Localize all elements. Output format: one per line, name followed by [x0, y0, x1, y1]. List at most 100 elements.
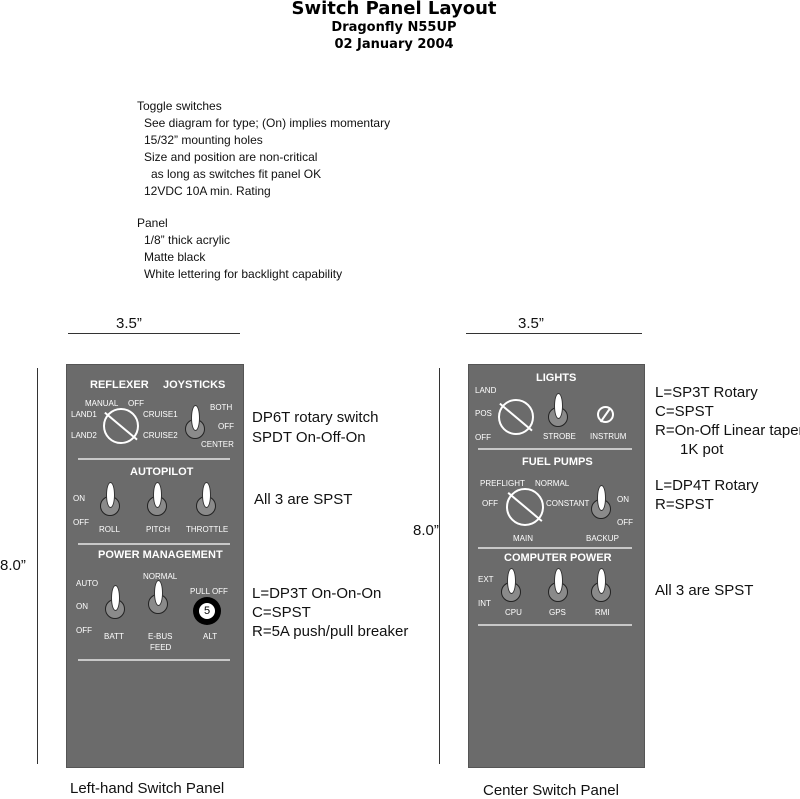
- page-subtitle: Dragonfly N55UP: [331, 20, 457, 35]
- divider: [78, 659, 230, 661]
- fuel-pumps-label: FUEL PUMPS: [522, 456, 593, 468]
- label: NORMAL: [535, 479, 570, 488]
- height-arrow: [37, 368, 38, 764]
- toggle-notes: Toggle switches See diagram for type; (O…: [137, 98, 390, 200]
- label: GPS: [549, 608, 566, 617]
- divider: [478, 547, 632, 549]
- joysticks-label: JOYSTICKS: [163, 379, 226, 391]
- power-management-label: POWER MANAGEMENT: [98, 549, 223, 561]
- label: OFF: [482, 499, 498, 508]
- note-line: 12VDC 10A min. Rating: [144, 184, 271, 198]
- label: EXT: [478, 575, 494, 584]
- left-panel-caption: Left-hand Switch Panel: [70, 780, 225, 797]
- label: OFF: [128, 399, 144, 408]
- note-line: White lettering for backlight capability: [144, 267, 343, 281]
- cpu-toggle[interactable]: [500, 568, 522, 602]
- label: FEED: [150, 643, 172, 652]
- center-switch-panel: [468, 364, 645, 768]
- alt-breaker[interactable]: 5: [193, 597, 221, 625]
- label: BOTH: [210, 403, 233, 412]
- label: PULL OFF: [190, 587, 228, 596]
- label: CRUISE2: [143, 431, 178, 440]
- label: POS: [475, 409, 492, 418]
- width-dim-center: 3.5”: [518, 315, 544, 332]
- label: CRUISE1: [143, 410, 178, 419]
- roll-toggle[interactable]: [99, 482, 121, 516]
- label: LAND2: [71, 431, 97, 440]
- gps-toggle[interactable]: [547, 568, 569, 602]
- height-dim-left: 8.0”: [0, 557, 26, 574]
- left-desc-2: All 3 are SPST: [254, 491, 353, 508]
- label: INSTRUM: [590, 432, 627, 441]
- breaker-rating: 5: [199, 603, 215, 619]
- note-line: Panel: [137, 216, 168, 230]
- label: NORMAL: [143, 572, 178, 581]
- label: PREFLIGHT: [480, 479, 525, 488]
- reflexer-label: REFLEXER: [90, 379, 149, 391]
- page-title: Switch Panel Layout: [291, 0, 497, 19]
- divider: [78, 458, 230, 460]
- ebus-feed-toggle[interactable]: [147, 580, 169, 614]
- label: CENTER: [201, 440, 234, 449]
- divider: [478, 624, 632, 626]
- note-line: Toggle switches: [137, 99, 222, 113]
- label: ON: [617, 495, 629, 504]
- note-line: Matte black: [144, 250, 206, 264]
- label: OFF: [73, 518, 89, 527]
- label: OFF: [617, 518, 633, 527]
- label: LAND1: [71, 410, 97, 419]
- label: OFF: [76, 626, 92, 635]
- width-arrow: [68, 333, 240, 334]
- width-dim-left: 3.5”: [116, 315, 142, 332]
- pitch-toggle[interactable]: [146, 482, 168, 516]
- computer-power-label: COMPUTER POWER: [504, 552, 612, 564]
- label: STROBE: [543, 432, 576, 441]
- reflexer-rotary-switch[interactable]: [103, 408, 139, 444]
- rmi-toggle[interactable]: [590, 568, 612, 602]
- label: THROTTLE: [186, 525, 229, 534]
- backup-fuel-toggle[interactable]: [590, 485, 612, 519]
- label: ON: [73, 494, 85, 503]
- label: OFF: [218, 422, 234, 431]
- label: OFF: [475, 433, 491, 442]
- label: ROLL: [99, 525, 120, 534]
- divider: [478, 448, 632, 450]
- left-switch-panel: [66, 364, 244, 768]
- center-panel-caption: Center Switch Panel: [483, 782, 619, 799]
- note-line: See diagram for type; (On) implies momen…: [144, 116, 391, 130]
- joysticks-toggle[interactable]: [184, 405, 206, 439]
- label: CPU: [505, 608, 522, 617]
- center-desc-3: All 3 are SPST: [655, 582, 754, 599]
- strobe-toggle[interactable]: [547, 393, 569, 427]
- batt-toggle[interactable]: [104, 585, 126, 619]
- autopilot-label: AUTOPILOT: [130, 466, 194, 478]
- height-arrow: [439, 368, 440, 764]
- height-dim-center: 8.0”: [413, 522, 439, 539]
- label: ON: [76, 602, 88, 611]
- label: AUTO: [76, 579, 99, 588]
- throttle-toggle[interactable]: [195, 482, 217, 516]
- label: CONSTANT: [546, 499, 590, 508]
- label: INT: [478, 599, 491, 608]
- note-line: Size and position are non-critical: [144, 150, 318, 164]
- note-line: 1/8” thick acrylic: [144, 233, 231, 247]
- instrum-pot-knob[interactable]: [597, 406, 614, 423]
- label: BATT: [104, 632, 124, 641]
- label: PITCH: [146, 525, 170, 534]
- note-line: as long as switches fit panel OK: [151, 167, 322, 181]
- label: MAIN: [513, 534, 533, 543]
- label: ALT: [203, 632, 218, 641]
- label: RMI: [595, 608, 610, 617]
- page-date: 02 January 2004: [334, 37, 454, 52]
- label: LAND: [475, 386, 497, 395]
- label: MANUAL: [85, 399, 119, 408]
- label: E-BUS: [148, 632, 173, 641]
- divider: [78, 543, 230, 545]
- lights-rotary-switch[interactable]: [498, 399, 534, 435]
- main-fuel-rotary-switch[interactable]: [506, 488, 544, 526]
- panel-notes: Panel 1/8” thick acrylic Matte black Whi…: [137, 215, 342, 283]
